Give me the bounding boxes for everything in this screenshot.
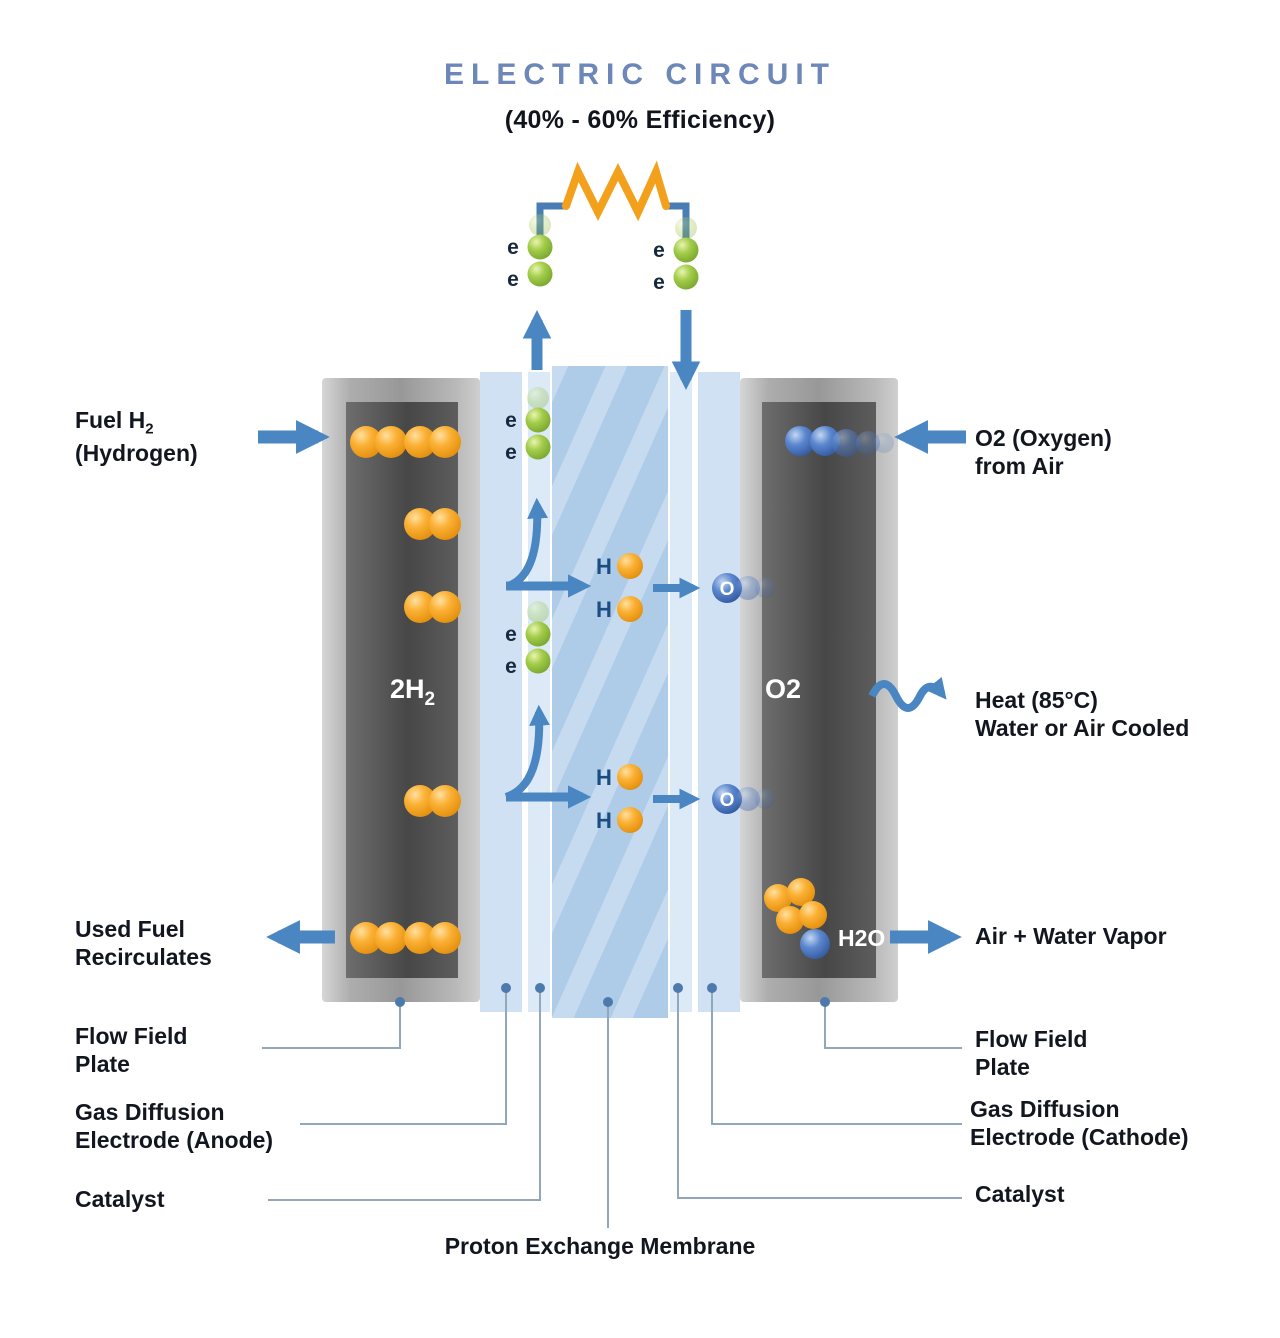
electron-stack-anode-mid — [525, 601, 551, 674]
cathode-catalyst-strip — [670, 372, 692, 1012]
label-gde-cathode: Gas Diffusion Electrode (Cathode) — [970, 1095, 1189, 1151]
leader-catalyst-right — [677, 992, 962, 1199]
in-diagram-text: e e e e e e e e H H H H O O 2H2 O2 H2O — [390, 236, 885, 951]
right-flow-field-plate — [740, 378, 898, 1002]
electron-label: e — [505, 409, 517, 432]
gde-anode-line1: Gas Diffusion — [75, 1099, 225, 1125]
water-label: H2O — [838, 925, 885, 951]
electron-label: e — [653, 271, 665, 294]
fuel-label-line2: (Hydrogen) — [75, 439, 198, 466]
cathode-gas-label: O2 — [765, 674, 801, 704]
anode-gas-sub: 2 — [425, 689, 436, 710]
electron-stack-circuit-right — [673, 217, 699, 290]
leader-gde-anode — [300, 992, 507, 1125]
anode-gas-main: 2H — [390, 674, 425, 704]
label-heat: Heat (85°C) Water or Air Cooled — [975, 686, 1189, 742]
label-catalyst-right: Catalyst — [975, 1181, 1065, 1207]
label-catalyst-left: Catalyst — [75, 1186, 165, 1212]
electron-label: e — [653, 239, 665, 262]
label-fuel-hydrogen: Fuel H2 (Hydrogen) — [75, 406, 198, 467]
ffp-right-line2: Plate — [975, 1054, 1030, 1081]
ffp-left-line2: Plate — [75, 1051, 130, 1078]
proton-label: H — [596, 597, 612, 622]
used-fuel-line2: Recirculates — [75, 944, 212, 971]
cathode-gde-layer — [670, 372, 740, 1012]
left-plate-inner — [346, 402, 458, 978]
diagram-title: ELECTRIC CIRCUIT — [444, 58, 836, 91]
used-fuel-line1: Used Fuel — [75, 916, 185, 942]
electric-circuit — [522, 160, 701, 391]
electron-label: e — [505, 655, 517, 678]
label-air-water-vapor: Air + Water Vapor — [975, 923, 1167, 949]
resistor-icon — [562, 160, 670, 222]
leader-dots — [395, 983, 830, 1007]
leader-ffp-left — [262, 1006, 401, 1049]
gde-cathode-line1: Gas Diffusion — [970, 1096, 1120, 1122]
label-flow-field-plate-right: Flow Field Plate — [975, 1025, 1087, 1081]
cathode-gde-strip — [698, 372, 740, 1012]
heat-label-line2: Water or Air Cooled — [975, 715, 1190, 742]
electron-label: e — [507, 268, 519, 291]
electron-label: e — [505, 623, 517, 646]
oxygen-atom-bottom — [712, 784, 742, 814]
oxygen-label-line2: from Air — [975, 453, 1064, 480]
ffp-left-line1: Flow Field — [75, 1023, 188, 1049]
electron-label: e — [505, 441, 517, 464]
label-proton-exchange-membrane: Proton Exchange Membrane — [444, 1233, 756, 1259]
proton-transport — [617, 553, 775, 833]
gde-anode-line2: Electrode (Anode) — [75, 1127, 274, 1154]
oxygen-atom-label: O — [720, 790, 735, 811]
oxygen-atom-label: O — [720, 579, 735, 600]
anode-gas-label: 2H2 — [390, 674, 435, 710]
ffp-right-line1: Flow Field — [975, 1026, 1088, 1052]
water-molecules — [764, 878, 830, 959]
label-oxygen-from-air: O2 (Oxygen) from Air — [975, 424, 1112, 480]
anode-catalyst-strip — [528, 372, 550, 1012]
fuel-label-line1: Fuel H — [75, 407, 146, 433]
leader-lines — [262, 992, 962, 1228]
electron-stack-anode-top — [525, 387, 551, 460]
oxygen-atom-top — [712, 573, 742, 603]
right-plate-inner — [762, 402, 876, 978]
anode-gde-strip — [480, 372, 522, 1012]
anode-gde-layer — [480, 372, 550, 1012]
proton-label: H — [596, 554, 612, 579]
leader-gde-cathode — [711, 992, 962, 1125]
flow-arrows — [258, 420, 966, 954]
efficiency-subtitle: (40% - 60% Efficiency) — [504, 106, 776, 134]
oxygen-label-line1: O2 (Oxygen) — [975, 425, 1112, 451]
electron-label: e — [507, 236, 519, 259]
gde-cathode-line2: Electrode (Cathode) — [970, 1124, 1189, 1151]
label-gde-anode: Gas Diffusion Electrode (Anode) — [75, 1098, 273, 1154]
proton-exchange-membrane — [552, 366, 668, 1018]
anode-electrons — [504, 387, 592, 809]
heat-wavy-arrow — [868, 676, 947, 712]
proton-label: H — [596, 765, 612, 790]
heat-label-line1: Heat (85°C) — [975, 687, 1098, 713]
electron-stack-circuit-left — [527, 214, 553, 287]
oxygen-molecules — [785, 426, 894, 457]
proton-label: H — [596, 808, 612, 833]
leader-catalyst-left — [268, 992, 541, 1201]
label-used-fuel: Used Fuel Recirculates — [75, 915, 212, 971]
label-flow-field-plate-left: Flow Field Plate — [75, 1022, 187, 1078]
leader-ffp-right — [824, 1006, 962, 1049]
fuel-label-sub: 2 — [145, 420, 154, 438]
